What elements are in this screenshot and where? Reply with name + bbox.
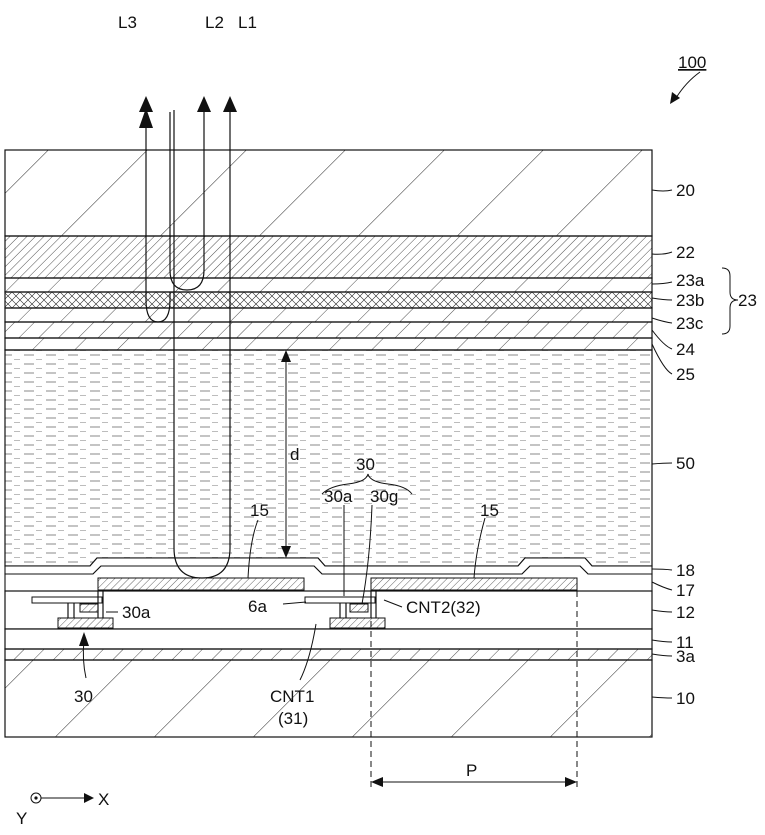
gap-d-label: d [290, 445, 299, 464]
label-23c: 23c [676, 314, 704, 333]
layer-3a [5, 649, 652, 660]
axis-x-label: X [98, 790, 109, 809]
tft-label-left-30a: 30a [122, 603, 151, 622]
layer-11 [5, 629, 652, 649]
label-25: 25 [676, 365, 695, 384]
axis-y-label: Y [16, 809, 27, 828]
electrode-label-right: 15 [480, 501, 499, 520]
layer-50 [5, 350, 652, 566]
label-12: 12 [676, 603, 695, 622]
label-17: 17 [676, 581, 695, 600]
wire-6a-label: 6a [248, 597, 267, 616]
label-23b: 23b [676, 291, 704, 310]
layer-25 [5, 338, 652, 350]
label-10: 10 [676, 689, 695, 708]
label-18: 18 [676, 561, 695, 580]
layer-24 [5, 322, 652, 338]
label-3a: 3a [676, 647, 695, 666]
label-22: 22 [676, 243, 695, 262]
layer-20 [5, 150, 652, 236]
tft-label-bottom: 30 [74, 687, 93, 706]
layer-23b [5, 292, 652, 308]
label-23: 23 [738, 291, 757, 310]
ray-label-l3: L3 [118, 13, 137, 32]
layer-10 [5, 660, 652, 737]
pixel-electrode-right [371, 578, 577, 590]
label-23a: 23a [676, 271, 705, 290]
tft-label-30a: 30a [324, 487, 353, 506]
cnt1-label: CNT1 [270, 687, 314, 706]
ray-label-l1: L1 [238, 13, 257, 32]
pixel-electrode-left [98, 578, 304, 590]
layer-23c [5, 308, 652, 322]
label-20: 20 [676, 181, 695, 200]
ray-label-l2: L2 [205, 13, 224, 32]
electrode-label-left: 15 [250, 501, 269, 520]
cnt1-sub-label: (31) [278, 709, 308, 728]
pitch-p-label: P [466, 761, 477, 780]
tft-label-top: 30 [356, 455, 375, 474]
tft-label-30g: 30g [370, 487, 398, 506]
label-50: 50 [676, 454, 695, 473]
layer-23a [5, 278, 652, 292]
label-24: 24 [676, 340, 695, 359]
cnt2-label: CNT2(32) [406, 598, 481, 617]
figure-ref: 100 [678, 53, 706, 72]
layer-22 [5, 236, 652, 278]
